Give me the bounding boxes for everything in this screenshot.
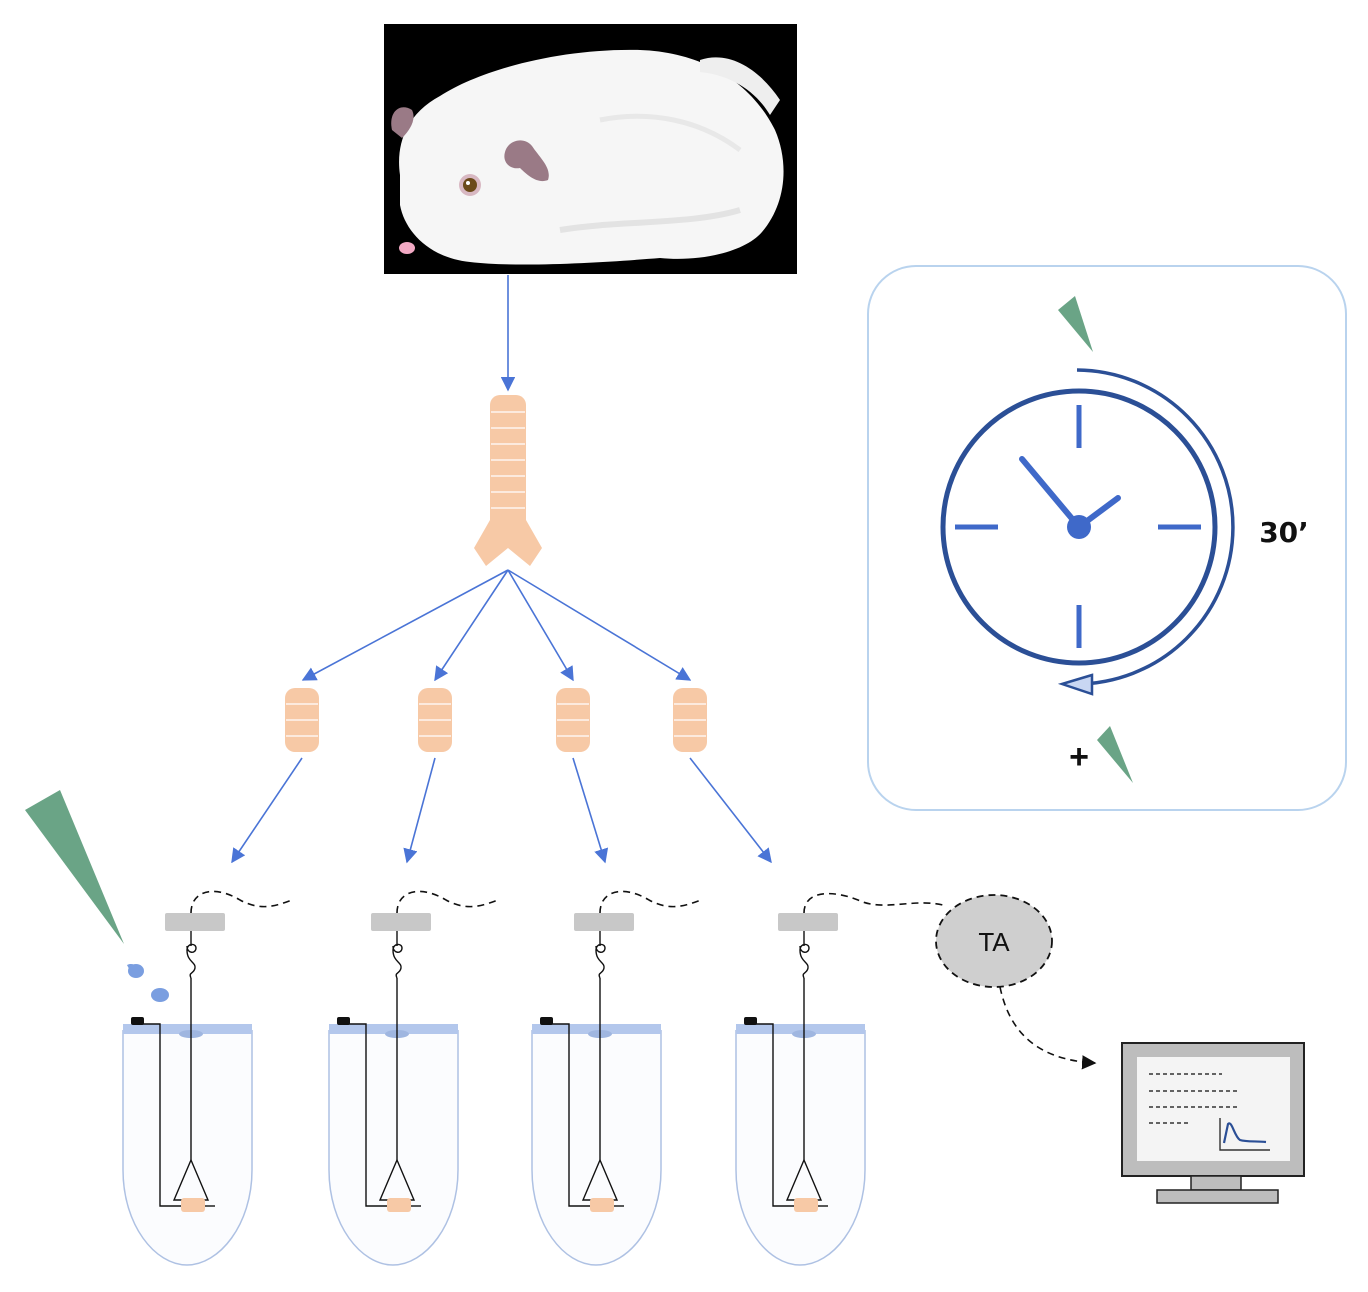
transducer — [165, 913, 225, 931]
trachea-icon — [474, 395, 542, 566]
protocol-panel: 30’ + — [867, 265, 1347, 811]
signal-arrow — [999, 986, 1097, 1070]
transducer — [371, 913, 431, 931]
monitor-icon — [1121, 1042, 1305, 1204]
guinea-pig-icon — [384, 24, 797, 274]
organ-bath-2 — [328, 890, 499, 1266]
organ-bath-3 — [531, 890, 702, 1266]
ring-to-bath-arrows — [231, 757, 772, 864]
tracheal-ring-2 — [418, 688, 452, 752]
pipette-icon — [1058, 296, 1093, 352]
pipette-icon — [25, 790, 124, 944]
droplets — [127, 963, 169, 1002]
tracheal-rings — [285, 688, 707, 752]
pipette-icon — [1097, 726, 1133, 783]
transducer — [574, 913, 634, 931]
transducer — [778, 913, 838, 931]
branch-arrows — [301, 569, 692, 682]
tracheal-ring-3 — [556, 688, 590, 752]
amplifier-label: TA — [978, 927, 1010, 957]
incubation-time-label: 30’ — [1259, 516, 1309, 549]
tracheal-ring-1 — [285, 688, 319, 752]
clock-icon — [940, 368, 1235, 696]
add-symbol: + — [1069, 738, 1089, 776]
amplifier: TA — [935, 894, 1053, 988]
organ-bath-1 — [122, 890, 293, 1266]
tracheal-ring-4 — [673, 688, 707, 752]
organ-bath-4 — [735, 892, 944, 1266]
